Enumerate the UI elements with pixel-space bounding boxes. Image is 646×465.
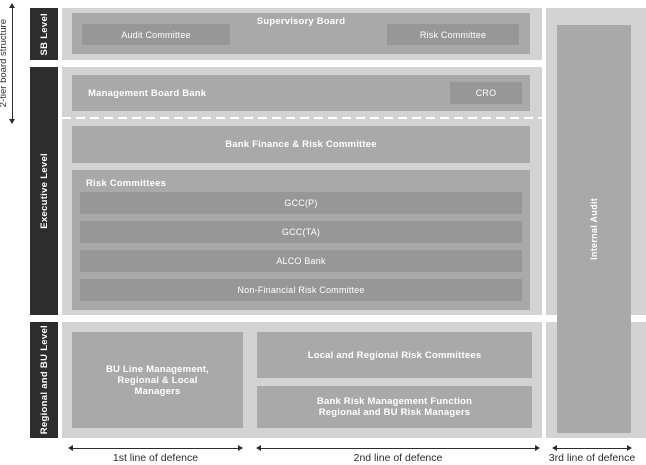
board-divider-dashed-line [62,117,542,119]
bu-line-management-line1: BU Line Management, [105,363,210,375]
alco-bank-box: ALCO Bank [80,250,522,272]
regional-bu-level-bar: Regional and BU Level [30,322,58,438]
two-tier-axis-label-wrap: 2-tier board structure [0,3,10,124]
executive-level-label: Executive Level [38,153,50,229]
third-line-arrow-icon [552,444,632,453]
first-line-of-defence-label: 1st line of defence [112,452,199,464]
bank-risk-management-line1: Bank Risk Management Function [316,396,473,407]
non-financial-risk-committee-box: Non-Financial Risk Committee [80,279,522,301]
executive-level-bar: Executive Level [30,67,58,315]
third-line-of-defence-label: 3rd line of defence [548,452,636,464]
local-regional-risk-committees-box: Local and Regional Risk Committees [257,332,532,378]
sb-level-bar: SB Level [30,8,58,60]
second-line-arrow-icon [256,444,540,453]
two-tier-range-arrow-icon [9,3,16,124]
gcc-p-box: GCC(P) [80,192,522,214]
two-tier-axis-label: 2-tier board structure [0,19,9,108]
risk-committees-title: Risk Committees [86,178,167,189]
cro-box: CRO [450,82,522,104]
internal-audit-box: Internal Audit [557,25,631,433]
bu-line-management-line2: Regional & Local [117,374,198,386]
sb-level-label: SB Level [38,12,50,56]
bank-risk-management-function-box: Bank Risk Management Function Regional a… [257,386,532,428]
second-line-of-defence-label: 2nd line of defence [353,452,443,464]
risk-committee-box: Risk Committee [387,24,519,45]
gcc-ta-box: GCC(TA) [80,221,522,243]
bu-line-management-line3: Managers [134,385,181,397]
internal-audit-label: Internal Audit [589,198,599,260]
supervisory-board-title: Supervisory Board [256,16,346,27]
management-board-bank-label: Management Board Bank [88,87,207,99]
bank-risk-management-line2: Regional and BU Risk Managers [318,407,471,418]
regional-bu-level-label: Regional and BU Level [38,325,50,435]
bank-finance-risk-committee-box: Bank Finance & Risk Committee [72,126,530,163]
bu-line-management-box: BU Line Management, Regional & Local Man… [72,332,243,428]
audit-committee-box: Audit Committee [82,24,230,45]
first-line-arrow-icon [68,444,243,453]
